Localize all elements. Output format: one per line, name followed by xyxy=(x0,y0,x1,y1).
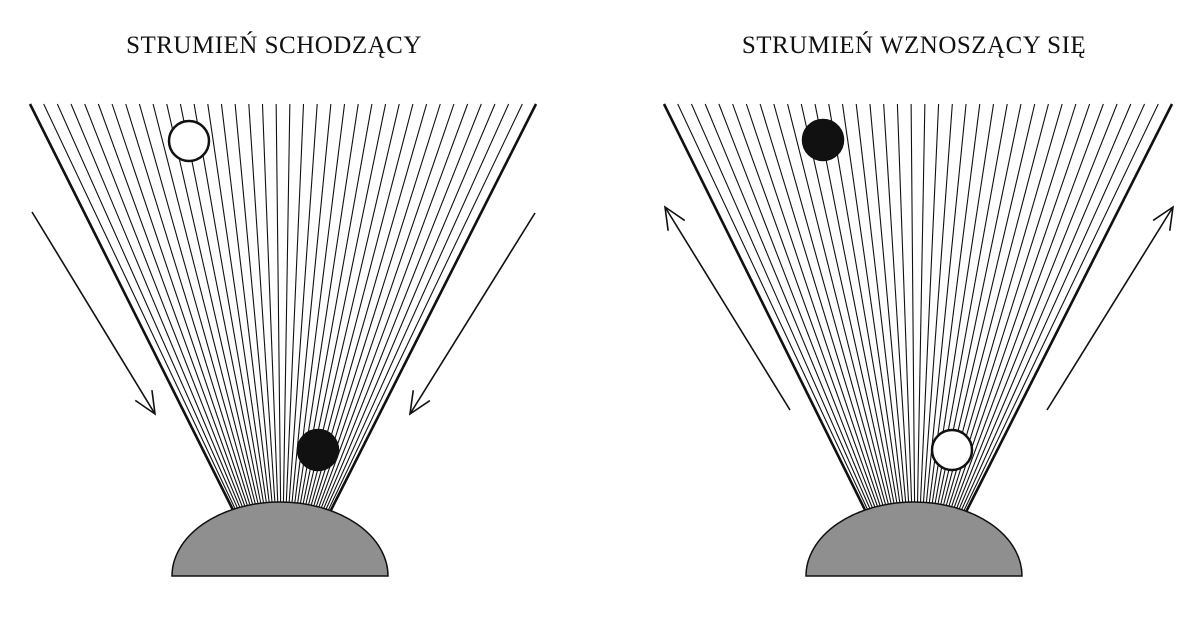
flow-arrow-left xyxy=(663,205,791,411)
stream-ray xyxy=(960,103,1146,513)
stream-edge-line xyxy=(328,103,538,513)
stream-ray xyxy=(179,103,264,513)
stream-ray xyxy=(916,103,926,513)
lower-ball xyxy=(930,428,974,472)
stream-ray xyxy=(787,103,891,513)
flow-arrow-left xyxy=(31,211,157,416)
stream-ray xyxy=(234,103,274,513)
upper-ball xyxy=(801,118,845,162)
stream-ray xyxy=(910,103,916,513)
stream-ray xyxy=(745,103,883,513)
stream-ray xyxy=(220,103,271,513)
stream-ray xyxy=(869,103,908,513)
stream-ray xyxy=(814,103,897,513)
stream-ray xyxy=(828,103,899,513)
stream-ray xyxy=(207,103,269,513)
upper-ball xyxy=(167,119,211,163)
stream-ray xyxy=(855,103,905,513)
stream-ray xyxy=(70,103,243,513)
stream-ray xyxy=(896,103,913,513)
stream-ray xyxy=(773,103,889,513)
stream-ray xyxy=(287,103,318,513)
flow-arrow-right xyxy=(408,212,536,416)
stream-ray xyxy=(759,103,886,513)
stream-ray xyxy=(316,103,469,513)
stream-ray xyxy=(718,103,878,513)
stream-ray xyxy=(324,103,510,513)
stream-ray xyxy=(111,103,251,513)
stream-ray xyxy=(922,103,953,513)
stream-ray xyxy=(919,103,940,513)
stream-ray xyxy=(138,103,256,513)
stream-ray xyxy=(732,103,881,513)
stream-edge-line xyxy=(28,103,236,513)
stream-ray xyxy=(261,103,279,513)
panel-descending-stream: STRUMIEŃ SCHODZĄCY xyxy=(28,32,538,577)
stream-ray xyxy=(957,103,1132,513)
stream-ray xyxy=(275,103,282,513)
descending-stream-diagram xyxy=(28,103,538,577)
stream-ray xyxy=(321,103,496,513)
stream-ray xyxy=(97,103,248,513)
panel-ascending-stream: STRUMIEŃ WZNOSZĄCY SIĘ xyxy=(600,0,1200,625)
ascending-stream-diagram xyxy=(662,103,1175,577)
stream-ray xyxy=(84,103,245,513)
stream-ray xyxy=(125,103,253,513)
stream-edge-line xyxy=(964,103,1174,513)
stream-ray xyxy=(166,103,261,513)
stream-ray xyxy=(282,103,291,513)
stream-ray xyxy=(841,103,902,513)
stream-edge-line xyxy=(662,103,868,513)
panel-title: STRUMIEŃ SCHODZĄCY xyxy=(126,32,422,59)
flow-arrow-right xyxy=(1046,205,1175,411)
stream-ray xyxy=(962,103,1159,513)
lower-ball xyxy=(296,428,340,472)
stream-ray xyxy=(949,103,1091,513)
stream-ray xyxy=(883,103,910,513)
stream-ray xyxy=(326,103,523,513)
stream-ray xyxy=(800,103,894,513)
stream-ray xyxy=(954,103,1118,513)
stream-ray xyxy=(248,103,277,513)
stream-ray xyxy=(319,103,482,513)
stream-ray xyxy=(56,103,240,513)
stream-ray xyxy=(152,103,258,513)
earth-dome xyxy=(805,501,1023,577)
stream-ray xyxy=(43,103,238,513)
stream-ray xyxy=(193,103,266,513)
stream-ray xyxy=(951,103,1104,513)
panel-title: STRUMIEŃ WZNOSZĄCY SIĘ xyxy=(741,32,1087,59)
stream-rays xyxy=(662,103,1174,513)
earth-dome xyxy=(171,501,389,577)
stream-ray xyxy=(690,103,872,513)
stream-rays xyxy=(28,103,538,513)
stream-ray xyxy=(677,103,870,513)
stream-ray xyxy=(285,103,305,513)
stream-ray xyxy=(704,103,875,513)
